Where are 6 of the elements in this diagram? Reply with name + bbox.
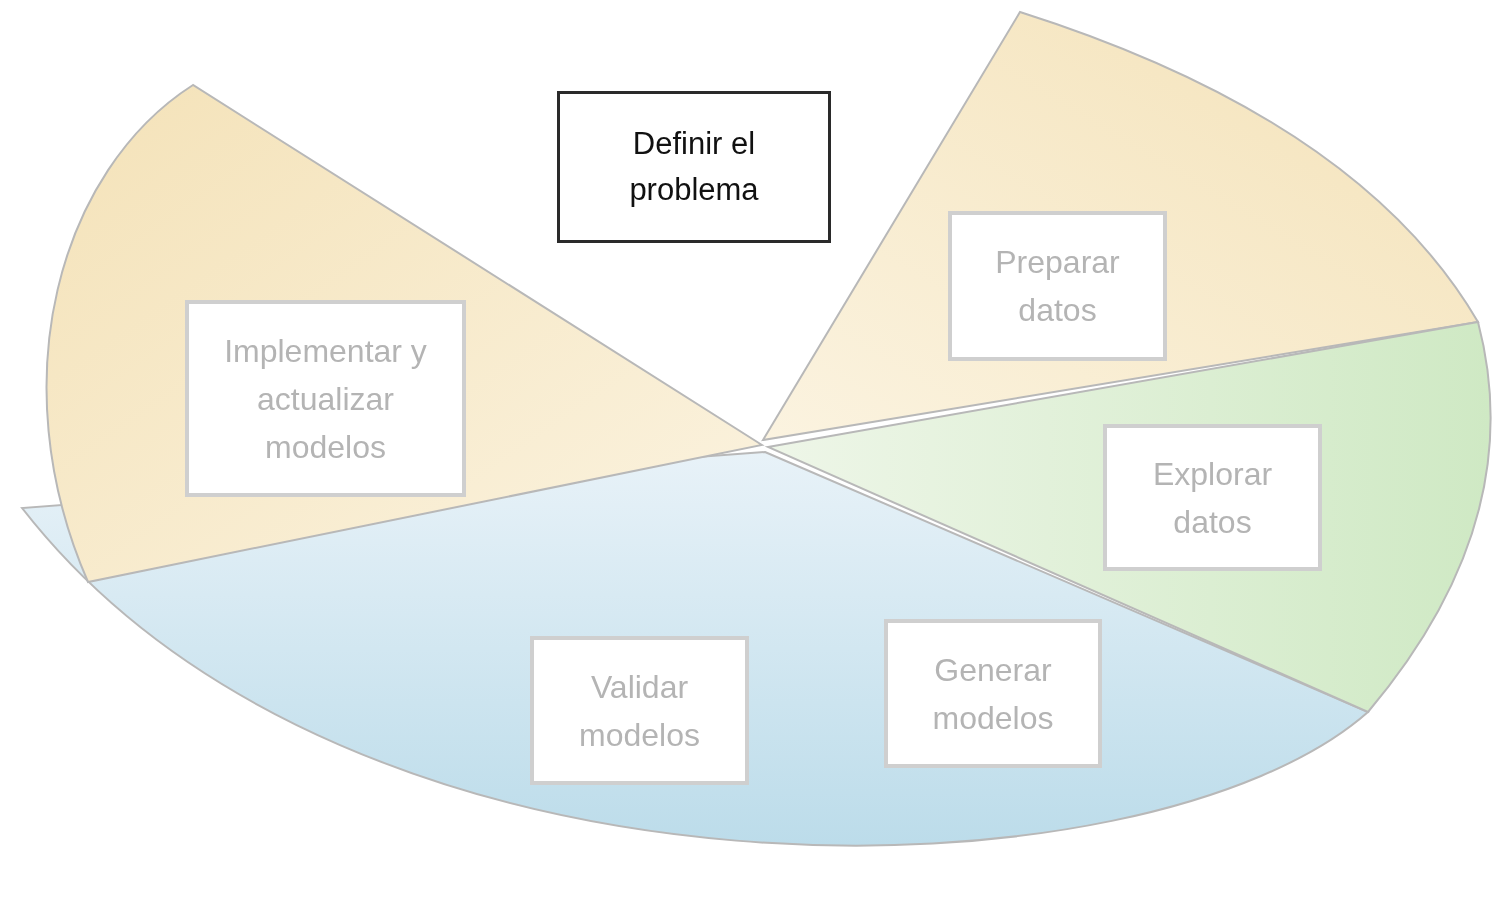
step-box: Explorar datos (1103, 424, 1322, 571)
step-box: Generar modelos (884, 619, 1102, 768)
step-box: Validar modelos (530, 636, 749, 785)
step-box: Preparar datos (948, 211, 1167, 361)
step-box: Definir el problema (557, 91, 831, 243)
step-box: Implementar y actualizar modelos (185, 300, 466, 497)
